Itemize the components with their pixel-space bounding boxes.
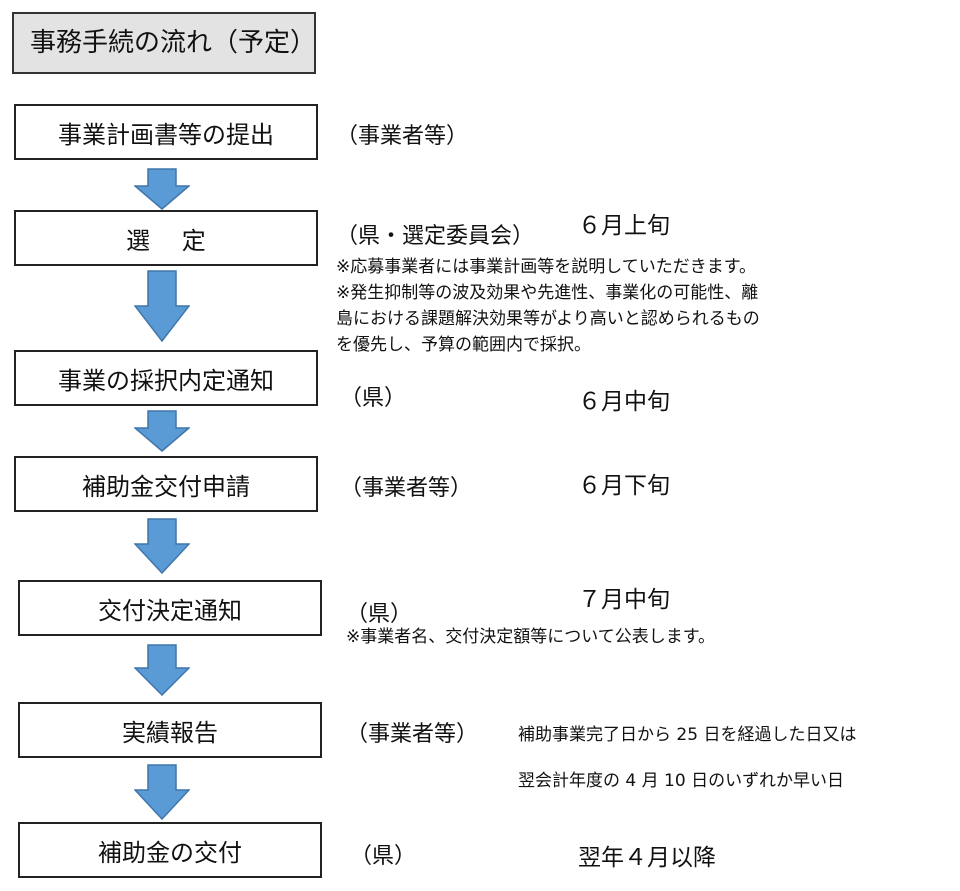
step-label: 補助金の交付 bbox=[98, 838, 242, 867]
down-arrow-icon bbox=[134, 644, 190, 696]
note-line: 島における課題解決効果等がより高いと認められるもの bbox=[336, 309, 760, 329]
step-selection: 選 定 bbox=[14, 210, 318, 266]
schedule-label: ７月中旬 bbox=[578, 587, 670, 613]
actor-label: （事業者等） bbox=[346, 722, 479, 747]
step-label: 交付決定通知 bbox=[98, 596, 242, 625]
actor-label: （県・選定委員会） bbox=[336, 224, 535, 249]
step-performance-report: 実績報告 bbox=[18, 702, 322, 758]
schedule-label: ６月下旬 bbox=[578, 473, 670, 499]
actor-label: （事業者等） bbox=[336, 124, 469, 149]
schedule-label: ６月上旬 bbox=[578, 213, 670, 239]
down-arrow-icon bbox=[134, 410, 190, 452]
step-grant-application: 補助金交付申請 bbox=[14, 456, 318, 512]
actor-label: （事業者等） bbox=[340, 476, 473, 501]
actor-label: （県） bbox=[350, 844, 417, 869]
page-title: 事務手続の流れ（予定） bbox=[12, 12, 316, 74]
actor-label: （県） bbox=[340, 386, 407, 411]
step-label: 実績報告 bbox=[122, 718, 218, 747]
step-grant-payment: 補助金の交付 bbox=[18, 822, 322, 878]
schedule-label: ６月中旬 bbox=[578, 389, 670, 415]
step-label: 補助金交付申請 bbox=[82, 472, 250, 501]
step-tentative-notice: 事業の採択内定通知 bbox=[14, 350, 318, 406]
note-line: ※発生抑制等の波及効果や先進性、事業化の可能性、離 bbox=[336, 283, 759, 303]
note-line: ※事業者名、交付決定額等について公表します。 bbox=[346, 627, 716, 647]
step-label: 事業の採択内定通知 bbox=[58, 366, 274, 395]
step-label: 選 定 bbox=[126, 226, 206, 255]
step-grant-decision: 交付決定通知 bbox=[18, 580, 322, 636]
note-line: を優先し、予算の範囲内で採択。 bbox=[336, 335, 591, 355]
actor-label: （県） bbox=[346, 602, 413, 627]
down-arrow-icon bbox=[134, 518, 190, 574]
deadline-text: 翌会計年度の 4 月 10 日のいずれか早い日 bbox=[518, 771, 845, 791]
note-line: ※応募事業者には事業計画等を説明していただきます。 bbox=[336, 257, 757, 277]
schedule-label: 翌年４月以降 bbox=[578, 845, 716, 871]
down-arrow-icon bbox=[134, 764, 190, 820]
deadline-text: 補助事業完了日から 25 日を経過した日又は bbox=[518, 725, 857, 745]
step-submit-plan: 事業計画書等の提出 bbox=[14, 104, 318, 160]
down-arrow-icon bbox=[134, 168, 190, 210]
step-label: 事業計画書等の提出 bbox=[58, 120, 274, 149]
down-arrow-icon bbox=[134, 270, 190, 342]
